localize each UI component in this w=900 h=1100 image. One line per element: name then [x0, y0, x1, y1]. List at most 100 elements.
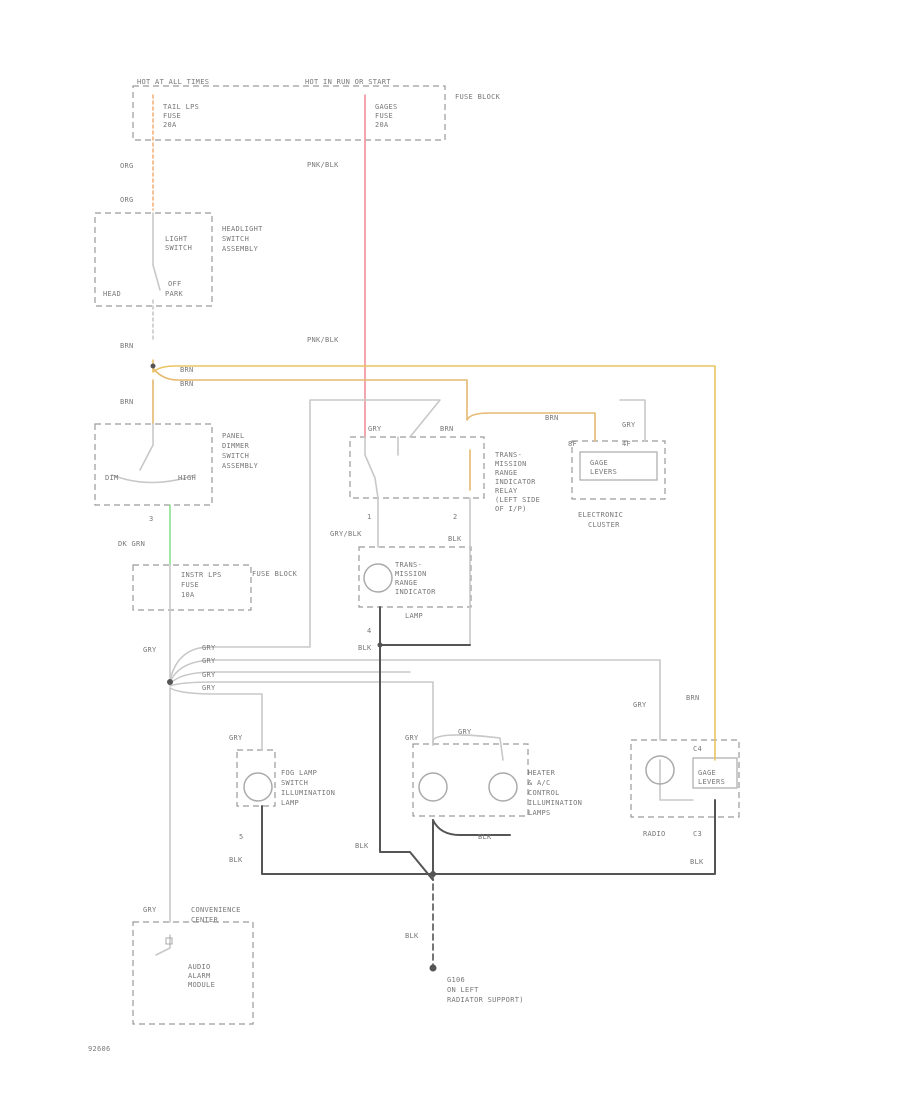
label-pin: 4 — [367, 627, 372, 635]
label-light-switch: SWITCH — [165, 244, 192, 252]
label-fog-lamp: FOG LAMP — [281, 769, 317, 777]
fuse-block-top-box — [132, 85, 446, 141]
label-heater: CONTROL — [528, 789, 560, 797]
label-wire: PNK/BLK — [307, 161, 339, 169]
label-gage: LEVERS — [590, 468, 617, 476]
label-wire: GRY — [405, 734, 419, 742]
fog-lamp-box — [236, 749, 276, 807]
label-wire: GRY — [202, 684, 216, 692]
label-wire: BLK — [358, 644, 372, 652]
label-wire: BRN — [545, 414, 559, 422]
radio-wire — [659, 759, 694, 801]
label-dim: DIM — [105, 474, 119, 482]
label-cluster: CLUSTER — [588, 521, 620, 529]
light-switch-contact — [152, 264, 161, 291]
label-fuse-block: FUSE BLOCK — [455, 93, 501, 101]
label-trans-relay: RANGE — [495, 469, 518, 477]
instr-fuse-box — [132, 564, 252, 611]
label-heater: ILLUMINATION — [528, 799, 582, 807]
ground-bus — [261, 799, 716, 875]
label-radio: RADIO — [643, 830, 666, 838]
fog-lamp-bulb-icon — [243, 772, 273, 802]
heater-jumper — [432, 734, 504, 761]
label-connector: C4 — [693, 745, 702, 753]
junction-dot — [377, 642, 383, 648]
trans-lamp-bulb-icon — [363, 563, 393, 593]
gry-to-radio — [169, 659, 661, 741]
label-audio-alarm: AUDIO — [188, 963, 211, 971]
label-fog-lamp: LAMP — [281, 799, 299, 807]
label-headlight: SWITCH — [222, 235, 249, 243]
label-gages-fuse: 20A — [375, 121, 389, 129]
label-panel: ASSEMBLY — [222, 462, 259, 470]
label-instr-fuse: 10A — [181, 591, 195, 599]
label-heater: HEATER — [528, 769, 556, 777]
label-trans-lamp: MISSION — [395, 570, 427, 578]
label-trans-lamp: RANGE — [395, 579, 418, 587]
label-wire: BRN — [120, 342, 134, 350]
label-gage: GAGE — [698, 769, 716, 777]
label-gages-fuse: FUSE — [375, 112, 393, 120]
label-pin: 5 — [239, 833, 244, 841]
heater-blk-jumper — [432, 819, 511, 836]
gry-cluster — [619, 399, 646, 442]
ground-g106-icon — [429, 964, 437, 972]
label-wire: BLK — [405, 932, 419, 940]
label-wire: BRN — [686, 694, 700, 702]
label-wire: GRY — [143, 646, 157, 654]
label-trans-lamp: LAMP — [405, 612, 423, 620]
label-tail-fuse: FUSE — [163, 112, 181, 120]
label-wire: BRN — [180, 380, 194, 388]
label-pin: 8F — [568, 440, 577, 448]
label-connector: C3 — [693, 830, 702, 838]
relay-contact — [364, 436, 379, 499]
label-audio-alarm: MODULE — [188, 981, 215, 989]
label-hot-top-right: HOT IN RUN OR START — [305, 78, 391, 86]
label-off: OFF — [168, 280, 182, 288]
electronic-cluster-box — [571, 440, 666, 500]
label-wire: BLK — [478, 833, 492, 841]
label-cluster: ELECTRONIC — [578, 511, 623, 519]
label-hot-top-left: HOT AT ALL TIMES — [137, 78, 209, 86]
figure-id: 92606 — [88, 1045, 111, 1053]
radio-lamp-bulb-icon — [645, 755, 675, 785]
dimmer-arc — [111, 474, 196, 484]
label-trans-lamp: INDICATOR — [395, 588, 436, 596]
label-trans-lamp: TRANS- — [395, 561, 422, 569]
label-ground: RADIATOR SUPPORT) — [447, 996, 524, 1004]
label-ground: ON LEFT — [447, 986, 479, 994]
radio-box — [630, 739, 740, 818]
label-wire: ORG — [120, 162, 134, 170]
label-light-switch: LIGHT — [165, 235, 188, 243]
label-convenience: CONVENIENCE — [191, 906, 241, 914]
label-wire: GRY/BLK — [330, 530, 362, 538]
convenience-center-box — [132, 921, 254, 1025]
label-head: HEAD — [103, 290, 121, 298]
label-audio-alarm: ALARM — [188, 972, 211, 980]
dimmer-contact — [139, 423, 154, 471]
headlight-switch-box — [94, 212, 213, 307]
trans-lamp-box — [358, 546, 472, 608]
heater-lamp-bulb-2-icon — [488, 772, 518, 802]
label-wire: GRY — [229, 734, 243, 742]
label-trans-relay: (LEFT SIDE — [495, 496, 540, 504]
label-wire: GRY — [368, 425, 382, 433]
panel-dimmer-switch-box — [94, 423, 213, 506]
label-trans-relay: TRANS- — [495, 451, 522, 459]
label-fuse-block: FUSE BLOCK — [252, 570, 298, 578]
label-trans-relay: RELAY — [495, 487, 518, 495]
label-heater: & A/C — [528, 779, 551, 787]
label-gages-fuse: GAGES — [375, 103, 398, 111]
label-wire: BRN — [180, 366, 194, 374]
gry-to-relay — [169, 399, 441, 681]
audio-switch-icon — [165, 937, 173, 945]
label-instr-fuse: INSTR LPS — [181, 571, 222, 579]
label-wire: BLK — [690, 858, 704, 866]
blk-lamp-down — [379, 606, 434, 881]
gry-to-heater — [169, 681, 434, 746]
label-heater: LAMPS — [528, 809, 551, 817]
heater-lamps-box — [412, 743, 529, 817]
label-wire: ORG — [120, 196, 134, 204]
label-pin: 4F — [622, 440, 631, 448]
label-pin: 1 — [367, 513, 372, 521]
